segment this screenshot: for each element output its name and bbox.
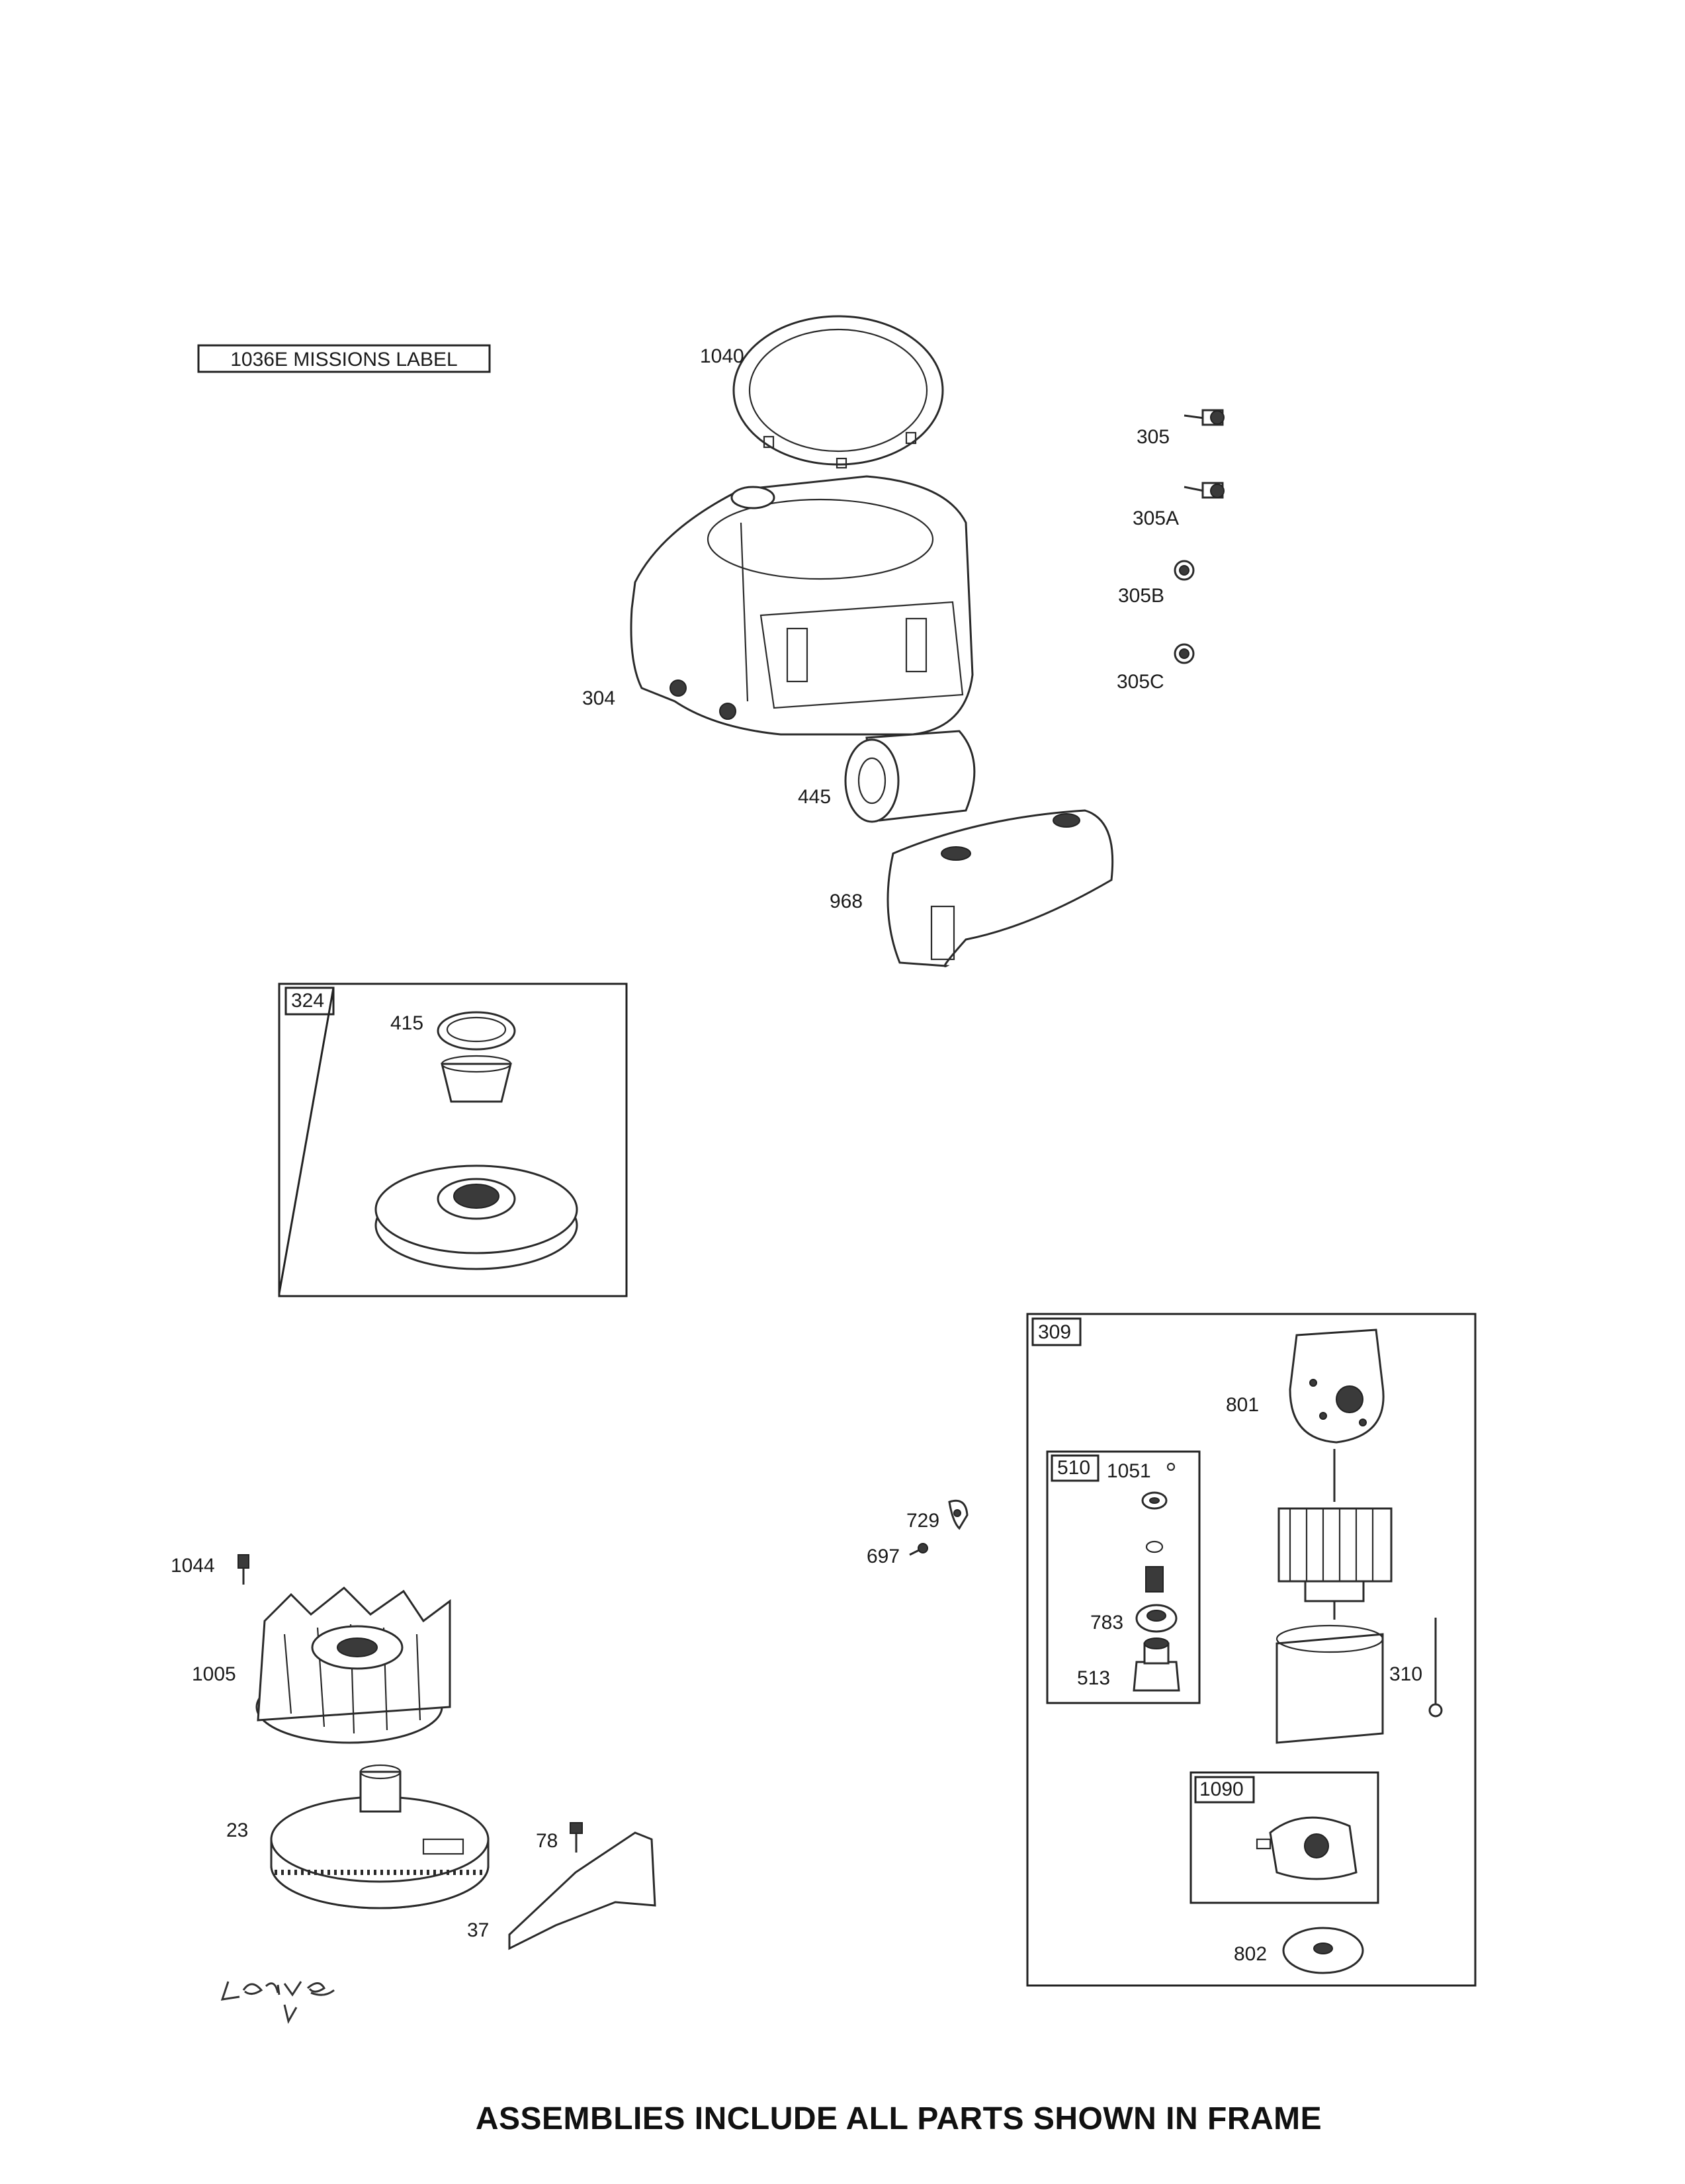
part-1040-ring: [732, 315, 944, 469]
frame-label-510: 510: [1057, 1457, 1090, 1479]
frame-label-1090: 1090: [1199, 1778, 1244, 1800]
label-415: 415: [390, 1012, 423, 1034]
frame-label-309: 309: [1038, 1321, 1071, 1343]
assembly-frame-309: 309: [1026, 1313, 1477, 1987]
assembly-frame-324: 324: [278, 983, 628, 1297]
part-305-bolt: [1184, 409, 1225, 426]
label-305a: 305A: [1133, 507, 1179, 529]
part-697-screw: [909, 1543, 928, 1556]
part-1044-bolt: [238, 1554, 249, 1585]
label-310: 310: [1389, 1663, 1422, 1685]
part-37-baffle: [508, 1831, 656, 1950]
label-697: 697: [867, 1546, 900, 1567]
part-309-armature: [1277, 1449, 1393, 1620]
part-305a-bolt: [1184, 482, 1225, 499]
frame-label-324: 324: [291, 990, 324, 1012]
label-802: 802: [1234, 1943, 1267, 1965]
label-1044: 1044: [171, 1555, 215, 1577]
assembly-frame-510: 510: [1046, 1450, 1201, 1704]
part-310-bolt: [1428, 1618, 1443, 1718]
label-78: 78: [536, 1830, 558, 1852]
label-968: 968: [830, 891, 863, 912]
label-305c: 305C: [1117, 671, 1164, 693]
handwritten-note: [220, 1981, 335, 2025]
part-305b-screw: [1174, 560, 1195, 581]
part-510-spring: [1145, 1566, 1164, 1593]
part-305c-screw: [1174, 643, 1195, 664]
label-305b: 305B: [1118, 585, 1164, 607]
part-801-end-cap: [1289, 1329, 1385, 1444]
footer-note-text: ASSEMBLIES INCLUDE ALL PARTS SHOWN IN FR…: [475, 2101, 1322, 2136]
part-23-flywheel: [270, 1764, 490, 1909]
label-729: 729: [906, 1510, 939, 1532]
part-783-gear: [1135, 1604, 1178, 1633]
part-324-rotating-screen: [374, 1164, 578, 1270]
part-1005-fan: [255, 1586, 451, 1744]
label-23: 23: [226, 1819, 248, 1841]
label-445: 445: [798, 786, 831, 808]
assembly-frame-1090: 1090: [1189, 1771, 1379, 1904]
label-801: 801: [1226, 1394, 1259, 1416]
part-304-blower-housing: [630, 475, 974, 736]
emissions-label: 1036E MISSIONS LABEL: [197, 344, 491, 373]
part-78-screw: [570, 1822, 583, 1853]
label-783: 783: [1090, 1612, 1123, 1634]
part-445-filter: [844, 730, 976, 823]
part-802-end-plate: [1282, 1927, 1364, 1974]
part-968-cover: [886, 809, 1114, 967]
label-513: 513: [1077, 1667, 1110, 1689]
part-729-bracket: [948, 1499, 969, 1530]
part-415-cup: [437, 1011, 516, 1103]
part-510-washer: [1141, 1491, 1168, 1510]
footer-note: ASSEMBLIES INCLUDE ALL PARTS SHOWN IN FR…: [0, 2101, 1685, 2137]
label-37: 37: [467, 1919, 489, 1941]
label-1040: 1040: [700, 345, 744, 367]
label-1051: 1051: [1107, 1460, 1151, 1482]
label-304: 304: [582, 687, 615, 709]
part-510-ring: [1145, 1540, 1164, 1553]
part-513-drive: [1133, 1638, 1180, 1692]
part-309-housing: [1275, 1624, 1384, 1744]
emissions-label-text: 1036E MISSIONS LABEL: [230, 349, 458, 371]
part-1090-brush-holder: [1256, 1816, 1358, 1880]
part-1051-clip: [1166, 1462, 1176, 1471]
label-1005: 1005: [192, 1663, 236, 1685]
label-305: 305: [1137, 426, 1170, 448]
